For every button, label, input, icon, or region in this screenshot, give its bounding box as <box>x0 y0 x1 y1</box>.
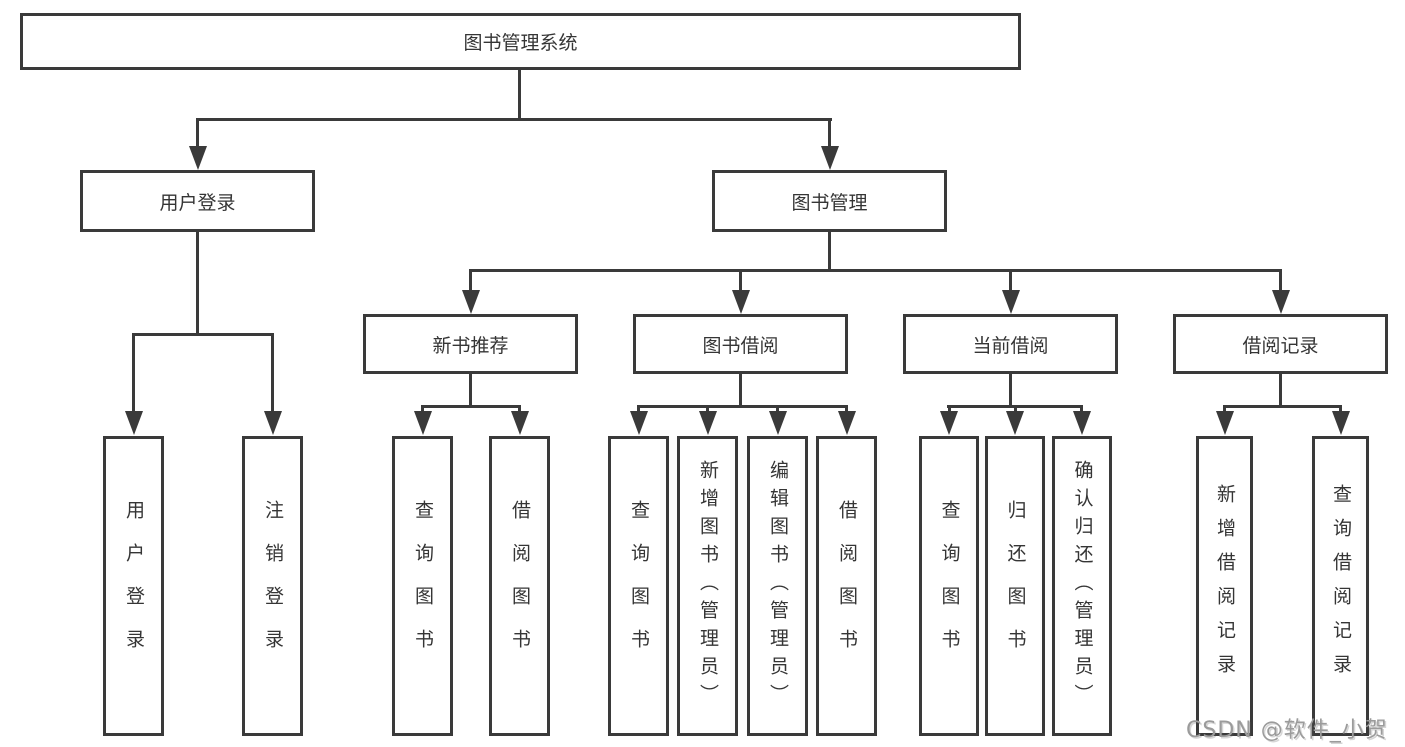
node-label: 图书借阅 <box>702 334 779 357</box>
leaf-add-books-admin: 新增图书（管理员） <box>677 436 738 736</box>
connector-user-drop <box>132 333 135 413</box>
leaf-label: 查询图书 <box>938 500 961 672</box>
arrowhead-icon <box>1272 290 1290 314</box>
arrowhead-icon <box>940 411 958 435</box>
leaf-label: 查询图书 <box>628 500 650 672</box>
connector-recommend-drop <box>421 405 424 413</box>
leaf-query-borrow-record: 查询借阅记录 <box>1312 436 1369 736</box>
node-current-borrow: 当前借阅 <box>903 314 1118 374</box>
connector-level3-drop <box>1009 269 1012 292</box>
leaf-label: 用户登录 <box>123 500 145 672</box>
connector-user-hbar <box>132 333 274 336</box>
connector-level3-hbar <box>469 269 1282 272</box>
connector-records-drop <box>1223 405 1226 413</box>
leaf-label: 借阅图书 <box>509 500 531 672</box>
leaf-query-books: 查询图书 <box>919 436 979 736</box>
arrowhead-icon <box>1332 411 1350 435</box>
connector-borrow-drop <box>706 405 709 413</box>
leaf-label: 确认归还（管理员） <box>1071 460 1094 712</box>
connector-records-stub <box>1279 374 1282 407</box>
arrowhead-icon <box>821 146 839 170</box>
leaf-label: 注销登录 <box>262 500 284 672</box>
connector-level3-drop <box>469 269 472 292</box>
leaf-add-borrow-record: 新增借阅记录 <box>1196 436 1253 736</box>
connector-user-drop <box>271 333 274 413</box>
connector-borrow-drop <box>637 405 640 413</box>
connector-borrow-stub <box>739 374 742 407</box>
connector-recommend-drop <box>518 405 521 413</box>
connector-level3-drop <box>739 269 742 292</box>
node-borrow-records: 借阅记录 <box>1173 314 1388 374</box>
leaf-return-books: 归还图书 <box>985 436 1045 736</box>
node-book-borrow: 图书借阅 <box>633 314 848 374</box>
node-label: 借阅记录 <box>1242 334 1319 357</box>
arrowhead-icon <box>699 411 717 435</box>
arrowhead-icon <box>1073 411 1091 435</box>
arrowhead-icon <box>125 411 143 435</box>
node-root-system: 图书管理系统 <box>20 13 1021 70</box>
connector-current-stub <box>1009 374 1012 407</box>
leaf-borrow-books: 借阅图书 <box>489 436 550 736</box>
connector-borrow-drop <box>776 405 779 413</box>
arrowhead-icon <box>1216 411 1234 435</box>
leaf-logout: 注销登录 <box>242 436 303 736</box>
connector-recommend-stub <box>469 374 472 407</box>
leaf-label: 查询图书 <box>412 500 434 672</box>
leaf-edit-books-admin: 编辑图书（管理员） <box>747 436 808 736</box>
arrowhead-icon <box>264 411 282 435</box>
leaf-confirm-return-admin: 确认归还（管理员） <box>1052 436 1112 736</box>
connector-level2-drop <box>828 118 831 148</box>
node-label: 新书推荐 <box>432 334 509 357</box>
arrowhead-icon <box>1006 411 1024 435</box>
arrowhead-icon <box>630 411 648 435</box>
leaf-label: 查询借阅记录 <box>1330 484 1352 688</box>
leaf-label: 新增借阅记录 <box>1214 484 1236 688</box>
connector-level2-drop <box>196 118 199 148</box>
node-new-book-recommend: 新书推荐 <box>363 314 578 374</box>
connector-level3-drop <box>1279 269 1282 292</box>
leaf-label: 编辑图书（管理员） <box>767 460 789 712</box>
arrowhead-icon <box>462 290 480 314</box>
connector-mgmt-stub <box>828 232 831 271</box>
csdn-watermark: CSDN @软件_小贺同学 <box>1186 718 1388 743</box>
leaf-query-books: 查询图书 <box>608 436 669 736</box>
node-book-management-branch: 图书管理 <box>712 170 947 232</box>
connector-current-drop <box>1080 405 1083 413</box>
connector-borrow-hbar <box>637 405 848 408</box>
connector-current-drop <box>948 405 951 413</box>
connector-user-stub <box>196 232 199 335</box>
arrowhead-icon <box>414 411 432 435</box>
node-root-label: 图书管理系统 <box>463 32 578 54</box>
arrowhead-icon <box>189 146 207 170</box>
leaf-label: 新增图书（管理员） <box>697 460 719 712</box>
node-label: 图书管理 <box>791 191 868 214</box>
leaf-user-login: 用户登录 <box>103 436 164 736</box>
leaf-label: 归还图书 <box>1004 500 1027 672</box>
leaf-borrow-books: 借阅图书 <box>816 436 877 736</box>
connector-borrow-drop <box>845 405 848 413</box>
connector-current-drop <box>1014 405 1017 413</box>
arrowhead-icon <box>511 411 529 435</box>
node-user-login-branch: 用户登录 <box>80 170 315 232</box>
leaf-query-books: 查询图书 <box>392 436 453 736</box>
arrowhead-icon <box>1002 290 1020 314</box>
connector-recommend-hbar <box>421 405 521 408</box>
node-label: 用户登录 <box>159 191 236 214</box>
arrowhead-icon <box>732 290 750 314</box>
arrowhead-icon <box>838 411 856 435</box>
connector-level2-hbar <box>196 118 832 121</box>
connector-root-stub <box>518 70 521 119</box>
connector-records-hbar <box>1223 405 1342 408</box>
leaf-label: 借阅图书 <box>836 500 858 672</box>
node-label: 当前借阅 <box>972 334 1049 357</box>
connector-records-drop <box>1339 405 1342 413</box>
arrowhead-icon <box>769 411 787 435</box>
